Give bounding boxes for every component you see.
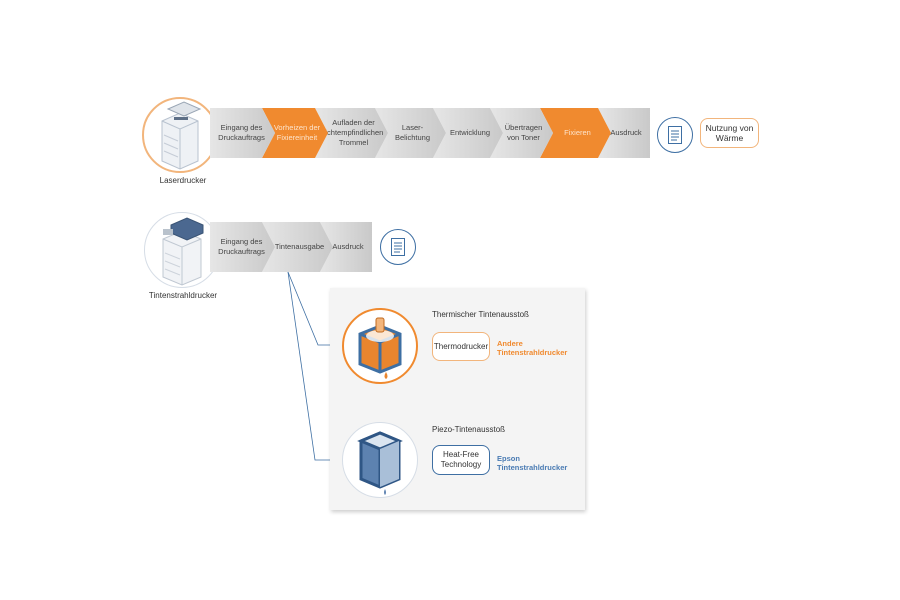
piezo-description: Epson Tintenstrahldrucker [497, 454, 568, 472]
inkjet-output-circle [380, 229, 416, 265]
piezo-circle [342, 422, 418, 498]
laser-printer-icon [161, 101, 202, 170]
thermal-title: Thermischer Tintenausstoß [432, 310, 529, 319]
thermal-ink-tank-icon [358, 317, 402, 379]
heat-free-badge: Heat-Free Technology [432, 445, 490, 475]
document-icon [668, 126, 682, 144]
laser-output-circle [657, 117, 693, 153]
document-icon [391, 238, 405, 256]
process-step: Eingang des Druckauftrags [210, 108, 275, 158]
laser-printer-label: Laserdrucker [159, 176, 207, 185]
process-step: Eingang des Druckauftrags [210, 222, 275, 272]
heat-usage-badge: Nutzung von Wärme [700, 118, 759, 148]
thermal-description: Andere Tintenstrahldrucker [497, 339, 568, 357]
inkjet-printer-circle [144, 212, 220, 288]
laser-printer-circle [142, 97, 218, 173]
inkjet-printer-label: Tintenstrahldrucker [148, 291, 218, 300]
thermal-circle [342, 308, 418, 384]
process-step: Ausdruck [598, 108, 650, 158]
thermal-printer-badge: Thermodrucker [432, 332, 490, 361]
inkjet-printer-icon [162, 217, 204, 286]
piezo-title: Piezo-Tintenausstoß [432, 425, 506, 434]
piezo-ink-tank-icon [357, 431, 403, 495]
